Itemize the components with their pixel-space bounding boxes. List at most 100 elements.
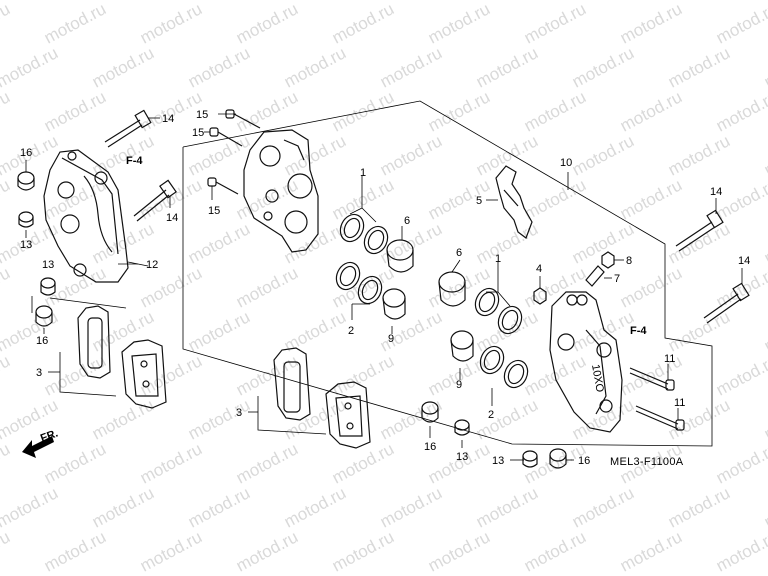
watermark-text: motod.ru [185,219,253,267]
label-14-b: 14 [166,212,178,224]
direction-label: FR. [39,427,60,444]
left-collar-13-bottom [40,277,56,296]
right-bolt-upper [675,209,724,252]
watermark-text: motod.ru [0,175,13,223]
label-15-b: 15 [192,127,204,139]
watermark-text: motod.ru [185,43,253,91]
watermark-text: motod.ru [425,175,493,223]
right-caliper-body: 10XO [549,291,623,433]
label-11-b: 11 [674,397,685,409]
watermark-text: motod.ru [713,263,768,311]
watermark-text: motod.ru [41,351,109,399]
piston-9-right [450,330,474,362]
watermark-text: motod.ru [281,219,349,267]
watermark-text: motod.ru [0,43,61,91]
seal-kit-1-right [474,287,523,335]
watermark-text: motod.ru [0,439,13,487]
watermark-text: motod.ru [137,527,205,575]
collar-13-bottom-middle [454,419,470,436]
watermark-text: motod.ru [569,307,637,355]
watermark-text: motod.ru [473,395,541,443]
watermark-text: motod.ru [233,351,301,399]
watermark-text: motod.ru [89,43,157,91]
watermark-text: motod.ru [0,351,13,399]
label-6-b: 6 [456,247,462,259]
label-14-a: 14 [162,113,174,125]
forward-direction-arrow [22,436,54,458]
watermark-text: motod.ru [41,87,109,135]
watermark-text: motod.ru [761,395,768,443]
watermark-text: motod.ru [665,131,733,179]
piston-9-middle [382,288,406,320]
label-1-b: 1 [495,253,501,265]
watermark-text: motod.ru [0,263,13,311]
watermark-text: motod.ru [569,131,637,179]
watermark-text: motod.ru [521,527,589,575]
seal-kit-2-middle [335,261,383,305]
left-seal-16-bottom [35,305,53,327]
watermark-text: motod.ru [617,263,685,311]
label-10: 10 [560,157,572,169]
watermark-text: motod.ru [425,87,493,135]
seal-16-bottom-right [549,448,567,469]
label-16-d: 16 [578,455,590,467]
label-11-a: 11 [664,353,675,365]
watermark-text: motod.ru [233,87,301,135]
watermark-text: motod.ru [761,483,768,531]
left-bolt-lower [133,179,177,222]
label-2-b: 2 [488,409,494,421]
watermark-text: motod.ru [425,527,493,575]
watermark-text: motod.ru [473,307,541,355]
label-13-d: 13 [492,455,504,467]
watermark-text: motod.ru [0,87,13,135]
watermark-text: motod.ru [233,527,301,575]
watermark-text: motod.ru [377,483,445,531]
seal-kit-2-right [479,345,529,389]
label-12: 12 [146,259,158,271]
leader-lines [25,113,743,461]
watermark-text: motod.ru [137,439,205,487]
watermark-text: motod.ru [521,0,589,48]
watermark-text: motod.ru [713,439,768,487]
watermark-text: motod.ru [713,175,768,223]
watermark-text: motod.ru [713,87,768,135]
watermark-text: motod.ru [473,43,541,91]
bleeder-cap-7 [585,265,605,287]
seal-16-bottom-middle [421,401,439,423]
watermark-text: motod.ru [761,131,768,179]
watermark-text: motod.ru [665,219,733,267]
left-brake-pads [77,305,167,409]
label-13-a: 13 [20,239,32,251]
right-bolt-lower [703,282,750,324]
label-14-c: 14 [710,186,722,198]
watermark-text: motod.ru [0,0,13,48]
watermark-text: motod.ru [569,43,637,91]
watermark-text: motod.ru [713,0,768,48]
watermark-text: motod.ru [473,131,541,179]
watermark-text: motod.ru [281,131,349,179]
label-15-a: 15 [196,109,208,121]
watermark-text: motod.ru [329,175,397,223]
middle-brake-pads [273,347,371,449]
watermark-text: motod.ru [377,395,445,443]
label-16-b: 16 [36,335,48,347]
watermark-text: motod.ru [377,131,445,179]
watermark-text: motod.ru [41,0,109,48]
watermark-text: motod.ru [0,527,13,575]
watermark-text: motod.ru [521,175,589,223]
watermark-text: motod.ru [761,43,768,91]
watermark-text: motod.ru [521,87,589,135]
watermark-text: motod.ru [185,307,253,355]
label-4: 4 [536,263,542,275]
watermark-text: motod.ru [617,175,685,223]
watermark-text: motod.ru [329,527,397,575]
watermark-text: motod.ru [761,307,768,355]
label-16-c: 16 [424,441,436,453]
watermark-text: motod.ru [761,219,768,267]
label-15-c: 15 [208,205,220,217]
label-13-c: 13 [456,451,468,463]
label-9-a: 9 [388,333,394,345]
label-14-d: 14 [738,255,750,267]
left-seal-16-top [17,171,35,191]
label-16-a: 16 [20,147,32,159]
